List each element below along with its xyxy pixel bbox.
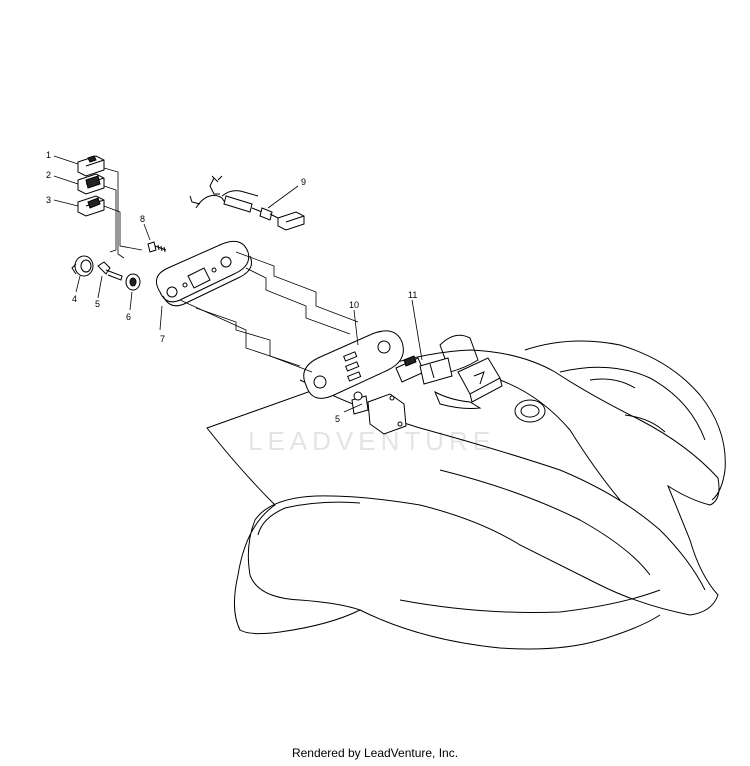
watermark-text: LEADVENTURE: [248, 426, 495, 456]
switch-part-1: [77, 155, 105, 177]
installed-switch-panel: [303, 330, 404, 399]
callout-9: 9: [301, 177, 306, 187]
dash-recess: [434, 334, 482, 409]
boot-part-4: [71, 255, 94, 277]
leader-lines: [53, 155, 423, 413]
callout-3: 3: [46, 195, 51, 205]
callout-11: 11: [408, 290, 417, 300]
installed-ignition-switch: [351, 391, 407, 435]
callout-5a: 5: [95, 299, 100, 309]
callout-8: 8: [140, 214, 145, 224]
callout-10: 10: [349, 300, 359, 310]
callout-6: 6: [126, 312, 131, 322]
screw-part-8: [147, 241, 167, 253]
credit-line: Rendered by LeadVenture, Inc.: [291, 746, 459, 760]
callout-1: 1: [46, 150, 51, 160]
callout-5b: 5: [335, 414, 340, 424]
callout-7: 7: [160, 334, 165, 344]
alignment-lines: [103, 167, 359, 373]
callout-labels: 1 2 3 4 5 6 7 8 9 10 11 5: [46, 150, 417, 424]
switch-part-3: [77, 195, 105, 217]
fender-logo-tab: [457, 357, 503, 403]
nut-part-6: [125, 273, 141, 291]
installed-switch-11: [395, 355, 453, 385]
key-part-5: [97, 261, 123, 281]
fuel-cap: [514, 399, 546, 423]
switch-part-2: [77, 173, 105, 195]
wire-harness-part-9: [189, 175, 305, 231]
callout-2: 2: [46, 170, 51, 180]
callout-4: 4: [72, 294, 77, 304]
switch-panel-part-7: [155, 240, 252, 307]
